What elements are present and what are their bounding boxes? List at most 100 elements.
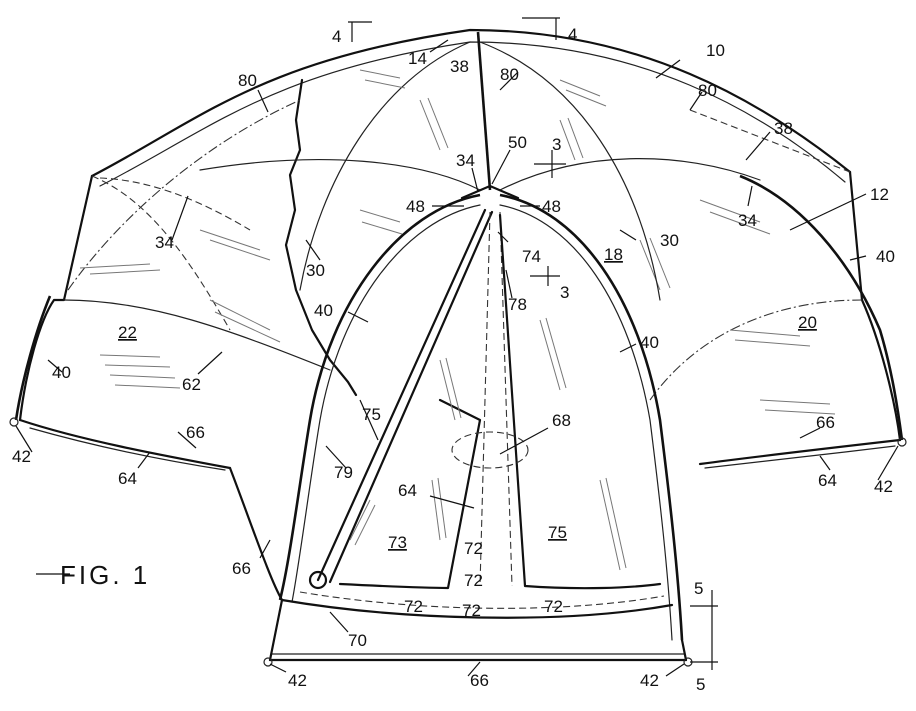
section-4-left: 4 bbox=[332, 27, 341, 46]
ref-70: 70 bbox=[348, 631, 367, 650]
seam-30-right bbox=[479, 41, 661, 301]
floor-right-corner bbox=[680, 638, 688, 662]
ref-78: 78 bbox=[508, 295, 527, 314]
ref-18: 18 bbox=[604, 245, 623, 264]
fly-torn-edge bbox=[284, 78, 358, 397]
ref-74: 74 bbox=[522, 247, 541, 266]
door-pole-left-inner bbox=[291, 204, 481, 603]
ref-40-left: 40 bbox=[314, 301, 333, 320]
numerals: 10 12 14 18 20 22 30 30 34 34 34 38 38 4… bbox=[12, 41, 895, 690]
ref-66-front: 66 bbox=[470, 671, 489, 690]
section-4-right: 4 bbox=[568, 25, 577, 44]
door-panel-73-edge-2 bbox=[328, 210, 494, 584]
left-stake-42 bbox=[9, 417, 19, 427]
left-wing bbox=[9, 99, 331, 602]
door-sill-70 bbox=[280, 598, 674, 619]
ref-30-right: 30 bbox=[660, 231, 679, 250]
left-dashed-2 bbox=[99, 177, 251, 231]
figure-label: FIG. 1 bbox=[60, 560, 150, 590]
section-5-lower: 5 bbox=[696, 675, 705, 694]
hub-50 bbox=[460, 184, 520, 200]
section-4-right-arrow bbox=[522, 17, 560, 40]
door-panel-73 bbox=[338, 398, 482, 590]
ref-64-right: 64 bbox=[818, 471, 837, 490]
left-pole-40 bbox=[14, 295, 52, 421]
section-5-upper: 5 bbox=[694, 579, 703, 598]
ref-62: 62 bbox=[182, 375, 201, 394]
main-frame bbox=[199, 31, 761, 641]
right-wing-bottom-inner bbox=[704, 445, 896, 469]
right-wing-outer-edge bbox=[848, 170, 902, 442]
ref-75-left: 75 bbox=[362, 405, 381, 424]
ref-75-right: 75 bbox=[548, 523, 567, 542]
left-wing-shading bbox=[79, 229, 281, 389]
section-markers bbox=[348, 17, 718, 670]
right-stake-42 bbox=[897, 437, 907, 447]
right-dashed-1 bbox=[689, 109, 851, 173]
ref-30-left: 30 bbox=[306, 261, 325, 280]
door-zipper-72-bottom bbox=[299, 591, 665, 609]
left-wing-outer-edge bbox=[18, 174, 94, 422]
ref-42-leftwing: 42 bbox=[12, 447, 31, 466]
ref-66-left: 66 bbox=[186, 423, 205, 442]
vent-68 bbox=[451, 431, 529, 469]
ref-38-right: 38 bbox=[774, 119, 793, 138]
door-pole-right-inner bbox=[499, 204, 673, 641]
right-wing-shading bbox=[639, 199, 836, 415]
ref-72-d: 72 bbox=[462, 601, 481, 620]
door-zipper-72-left bbox=[479, 211, 491, 587]
section-3-upper: 3 bbox=[552, 135, 561, 154]
door-pole-left bbox=[278, 193, 481, 601]
section-5-arrows bbox=[690, 590, 718, 670]
floor bbox=[263, 598, 693, 667]
seam-horizontal-left bbox=[199, 159, 481, 191]
ref-50: 50 bbox=[508, 133, 527, 152]
section-3-upper-arrow bbox=[534, 150, 566, 178]
left-wing-bottom bbox=[18, 418, 232, 470]
leaders bbox=[15, 39, 899, 677]
ref-12: 12 bbox=[870, 185, 889, 204]
door-panel-75 bbox=[498, 213, 662, 590]
ref-72-e: 72 bbox=[544, 597, 563, 616]
ref-80-center: 80 bbox=[500, 65, 519, 84]
left-wing-lower-edge bbox=[228, 466, 284, 602]
left-dashed-1 bbox=[91, 175, 231, 331]
ref-72-c: 72 bbox=[404, 597, 423, 616]
door-panel-73-edge bbox=[316, 208, 487, 582]
door-area bbox=[280, 208, 674, 619]
section-3-lower-arrow bbox=[530, 266, 560, 286]
ref-20: 20 bbox=[798, 313, 817, 332]
section-labels: 3 3 4 4 5 5 bbox=[332, 25, 705, 694]
ref-48-right: 48 bbox=[542, 197, 561, 216]
ref-40-right: 40 bbox=[640, 333, 659, 352]
ref-79: 79 bbox=[334, 463, 353, 482]
section-4-left-arrow bbox=[348, 21, 372, 42]
door-zipper-72-right bbox=[499, 211, 513, 587]
ref-10: 10 bbox=[706, 41, 725, 60]
door-shading bbox=[349, 317, 627, 571]
ref-42-rightwing: 42 bbox=[874, 477, 893, 496]
seam-horizontal-right bbox=[499, 158, 761, 191]
ref-73: 73 bbox=[388, 533, 407, 552]
center-pole-80 bbox=[476, 31, 492, 191]
left-wing-bottom-inner bbox=[29, 427, 226, 471]
ref-68: 68 bbox=[552, 411, 571, 430]
right-dashdot bbox=[649, 299, 863, 401]
ref-80-right: 80 bbox=[698, 81, 717, 100]
ref-66-right: 66 bbox=[816, 413, 835, 432]
ref-34-center: 34 bbox=[456, 151, 475, 170]
ref-42-frontleft: 42 bbox=[288, 671, 307, 690]
door-pole-right bbox=[499, 193, 684, 641]
upper-shading bbox=[359, 69, 607, 235]
ref-40-rightwing: 40 bbox=[876, 247, 895, 266]
left-dashdot bbox=[67, 99, 301, 291]
seam-30-left bbox=[299, 41, 471, 291]
ref-72-a: 72 bbox=[464, 539, 483, 558]
ref-48-left: 48 bbox=[406, 197, 425, 216]
right-wing-bottom bbox=[698, 438, 902, 466]
ref-40-leftwing: 40 bbox=[52, 363, 71, 382]
ref-64-left: 64 bbox=[118, 469, 137, 488]
ref-72-b: 72 bbox=[464, 571, 483, 590]
ref-66-lower-left: 66 bbox=[232, 559, 251, 578]
